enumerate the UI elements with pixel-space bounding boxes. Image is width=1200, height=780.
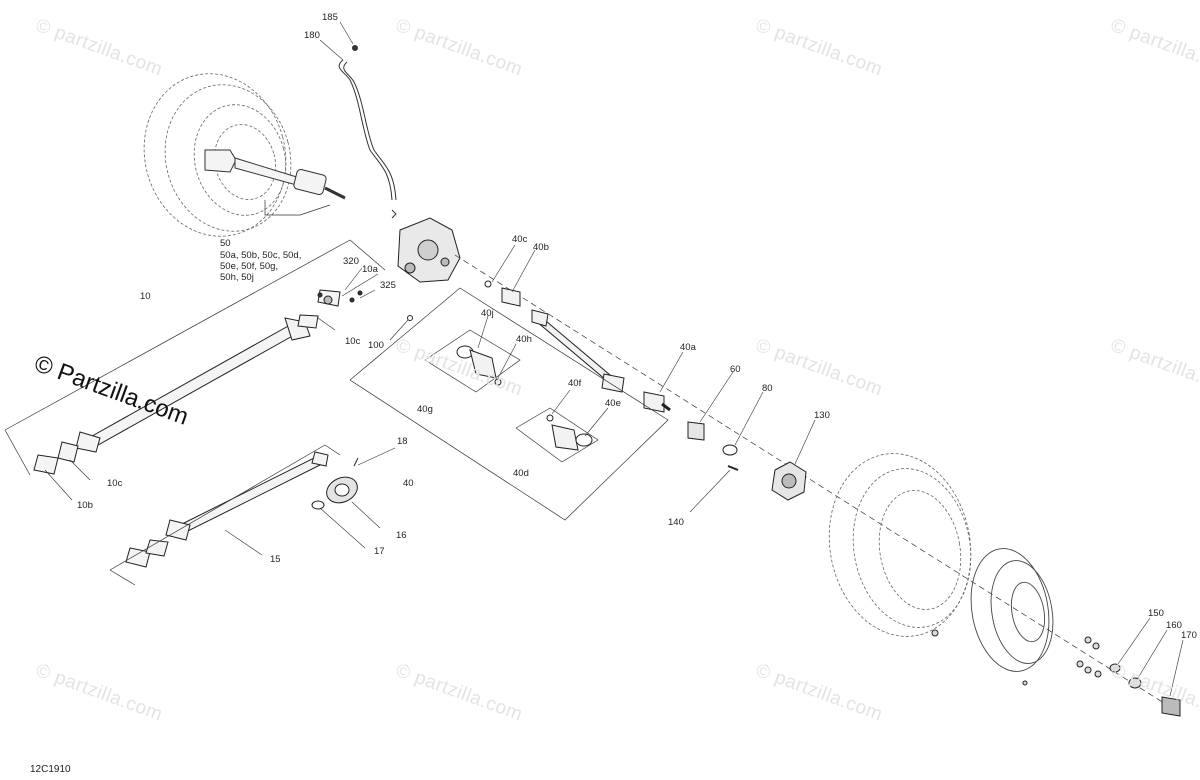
bracket-40 (349, 287, 669, 521)
callout-40j: 40j (481, 308, 494, 319)
rear-wheel-rim (970, 548, 1054, 672)
breather-tube (338, 45, 397, 219)
bracket-10 (4, 239, 386, 431)
center-bearing (311, 457, 359, 510)
wheel-hardware (931, 629, 1181, 717)
callout-15: 15 (270, 554, 281, 565)
callout-50-list: 50a, 50b, 50c, 50d, 50e, 50f, 50g, 50h, … (220, 250, 302, 283)
bracket-10-b (4, 429, 31, 476)
bracket-40d (515, 407, 599, 463)
callout-10c-bottom: 10c (107, 478, 123, 489)
rear-half-shaft (456, 280, 671, 451)
callout-40g: 40g (417, 404, 433, 415)
callout-10a: 10a (362, 264, 378, 275)
callout-10: 10 (140, 291, 151, 302)
callout-160: 160 (1166, 620, 1182, 631)
hub-components (687, 421, 807, 501)
rear-propeller-shaft (125, 451, 329, 568)
callout-130: 130 (814, 410, 830, 421)
callout-40d: 40d (513, 468, 529, 479)
leader-50 (264, 200, 331, 216)
half-shaft-assembly (204, 149, 346, 200)
callout-40a: 40a (680, 342, 696, 353)
callout-80: 80 (762, 383, 773, 394)
callout-17: 17 (374, 546, 385, 557)
callout-185: 185 (322, 12, 338, 23)
diagram-code: 12C1910 (30, 764, 71, 775)
callout-170: 170 (1181, 630, 1197, 641)
callout-40c: 40c (512, 234, 528, 245)
callout-60: 60 (730, 364, 741, 375)
callout-10b: 10b (77, 500, 93, 511)
callout-50: 50 (220, 238, 231, 249)
callout-40b: 40b (533, 242, 549, 253)
callout-100: 100 (368, 340, 384, 351)
callout-320: 320 (343, 256, 359, 267)
front-propeller-shaft (33, 289, 413, 475)
axle-centerline (454, 254, 1176, 711)
rear-right-wheel-tire (828, 453, 972, 637)
callout-10c-top: 10c (345, 336, 361, 347)
differential-housing (397, 217, 461, 283)
callout-150: 150 (1148, 608, 1164, 619)
callout-140: 140 (668, 517, 684, 528)
callout-16: 16 (396, 530, 407, 541)
callout-180: 180 (304, 30, 320, 41)
callout-40h: 40h (516, 334, 532, 345)
bracket-15 (109, 444, 341, 571)
callout-40e: 40e (605, 398, 621, 409)
bracket-40g (424, 329, 521, 393)
callout-40: 40 (403, 478, 414, 489)
callout-18: 18 (397, 436, 408, 447)
callout-40f: 40f (568, 378, 582, 389)
bracket-15-b (109, 569, 136, 586)
callout-325: 325 (380, 280, 396, 291)
leader-lines (44, 21, 1184, 697)
